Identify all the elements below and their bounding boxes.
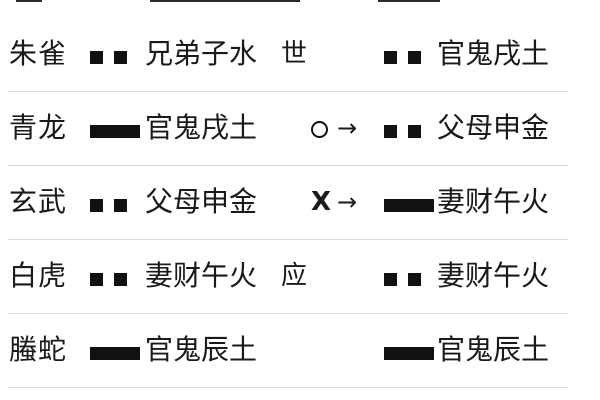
row-separator — [8, 239, 568, 240]
changed-yin-line — [384, 108, 424, 148]
original-yang-line — [90, 330, 142, 370]
old-yang-circle-icon — [311, 121, 328, 138]
six-spirit-label: 白虎 — [9, 259, 68, 292]
original-relation: 兄弟子水 — [145, 37, 258, 70]
original-relation: 父母申金 — [145, 185, 258, 218]
changed-yang-line — [384, 330, 436, 370]
shi-marker: 世 — [281, 39, 308, 69]
changed-yang-line — [384, 182, 436, 222]
cropped-previous-row — [0, 0, 600, 6]
original-yang-line — [90, 108, 142, 148]
hexagram-row: 白虎 妻财午火 应 妻财午火 — [0, 240, 600, 312]
changed-yin-line — [384, 256, 424, 296]
changed-relation: 官鬼辰土 — [437, 333, 550, 366]
row-separator — [8, 313, 568, 314]
changed-relation: 官鬼戌土 — [437, 37, 550, 70]
moving-line-marker: → — [311, 108, 381, 148]
original-yin-line — [90, 256, 130, 296]
hexagram-row: 朱雀 兄弟子水 世 官鬼戌土 — [0, 18, 600, 90]
six-spirit-label: 青龙 — [9, 111, 68, 144]
old-yin-cross-icon: X — [311, 187, 332, 217]
right-arrow-icon: → — [337, 114, 358, 142]
original-relation: 妻财午火 — [145, 259, 258, 292]
hexagram-row: 螣蛇 官鬼辰土 官鬼辰土 — [0, 314, 600, 386]
ying-marker: 应 — [281, 261, 308, 291]
original-yin-line — [90, 34, 130, 74]
six-spirit-label: 朱雀 — [9, 37, 68, 70]
original-relation: 官鬼戌土 — [145, 111, 258, 144]
moving-line-marker: X → — [311, 182, 381, 222]
changed-yin-line — [384, 34, 424, 74]
original-yin-line — [90, 182, 130, 222]
changed-relation: 父母申金 — [437, 111, 550, 144]
original-relation: 官鬼辰土 — [145, 333, 258, 366]
hexagram-row: 玄武 父母申金 X → 妻财午火 — [0, 166, 600, 238]
six-spirit-label: 螣蛇 — [9, 333, 68, 366]
right-arrow-icon: → — [337, 188, 358, 216]
row-separator — [8, 91, 568, 92]
row-separator — [8, 165, 568, 166]
changed-relation: 妻财午火 — [437, 185, 550, 218]
hexagram-row: 青龙 官鬼戌土 → 父母申金 — [0, 92, 600, 164]
changed-relation: 妻财午火 — [437, 259, 550, 292]
six-spirit-label: 玄武 — [9, 185, 68, 218]
row-separator — [8, 387, 568, 388]
